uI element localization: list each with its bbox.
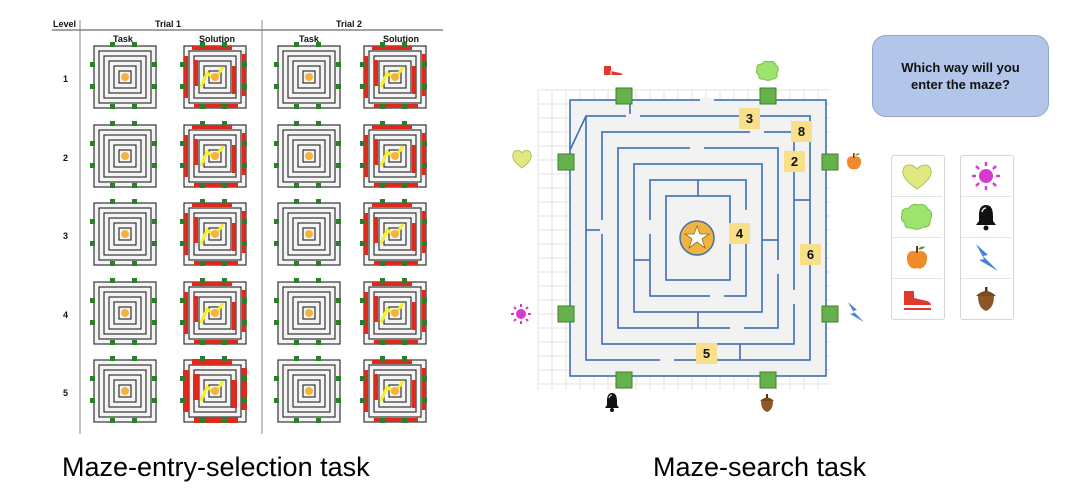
header-trial-1: Trial 1 <box>155 19 182 29</box>
option-bell[interactable] <box>961 197 1011 238</box>
number-tile-3: 3 <box>739 108 760 129</box>
option-bush[interactable] <box>892 197 942 238</box>
caption-maze-entry-selection: Maze-entry-selection task <box>62 452 370 482</box>
shoe-icon <box>904 291 931 310</box>
lightning-icon <box>840 298 870 328</box>
maze-solution-thumbnail <box>180 356 247 423</box>
maze-task-thumbnail <box>274 278 341 345</box>
heart-icon <box>507 144 537 174</box>
apple-icon <box>906 246 928 269</box>
number-tile-4: 4 <box>729 223 750 244</box>
entrance-right-top <box>821 153 839 171</box>
question-bubble: Which way will you enter the maze? <box>872 35 1049 117</box>
goal-star <box>679 220 715 256</box>
option-lightning[interactable] <box>961 238 1011 279</box>
maze-solution-thumbnail <box>360 356 427 423</box>
header-task-2: Task <box>299 34 319 44</box>
acorn-icon <box>976 287 996 311</box>
entrance-left-bottom <box>557 305 575 323</box>
maze-task-thumbnail <box>90 356 157 423</box>
maze-solution-thumbnail <box>180 42 247 109</box>
level-label-4: 4 <box>63 310 69 320</box>
header-level: Level <box>53 19 77 29</box>
table-lines <box>52 20 443 434</box>
header-solution-1: Solution <box>199 34 235 44</box>
maze-task-thumbnail <box>90 199 157 266</box>
option-heart[interactable] <box>892 156 942 197</box>
option-acorn[interactable] <box>961 279 1011 319</box>
bush-icon <box>900 203 933 230</box>
sun-icon <box>972 162 1000 190</box>
heart-icon <box>902 164 932 190</box>
bush-icon <box>752 56 782 86</box>
answer-options-left <box>891 155 945 320</box>
maze-solution-thumbnail <box>360 278 427 345</box>
header-task-1: Task <box>113 34 133 44</box>
entrance-bottom-left <box>615 371 633 389</box>
number-tile-5: 5 <box>696 343 717 364</box>
maze-solution-thumbnail <box>360 42 427 109</box>
maze-solution-thumbnail <box>360 121 427 188</box>
level-label-5: 5 <box>63 388 69 398</box>
maze-thumbnails <box>50 14 445 434</box>
shoe-icon <box>598 56 628 86</box>
entrance-top-left <box>615 87 633 105</box>
maze-task-thumbnail <box>90 121 157 188</box>
apple-icon <box>839 146 869 176</box>
sun-icon <box>506 299 536 329</box>
number-tile-6: 6 <box>800 244 821 265</box>
level-label-3: 3 <box>63 231 69 241</box>
maze-task-thumbnail <box>90 278 157 345</box>
bell-icon <box>976 205 996 231</box>
caption-maze-search: Maze-search task <box>653 452 867 482</box>
option-sun[interactable] <box>961 156 1011 197</box>
lightning-icon <box>976 244 998 271</box>
maze-solution-thumbnail <box>360 199 427 266</box>
maze-search-board <box>537 87 839 390</box>
number-tile-8: 8 <box>791 121 812 142</box>
acorn-icon <box>752 388 782 418</box>
maze-task-thumbnail <box>274 199 341 266</box>
maze-solution-thumbnail <box>180 278 247 345</box>
answer-options-right <box>960 155 1014 320</box>
maze-task-thumbnail <box>274 42 341 109</box>
maze-solution-thumbnail <box>180 199 247 266</box>
entrance-left-top <box>557 153 575 171</box>
level-label-1: 1 <box>63 74 69 84</box>
maze-task-thumbnail <box>274 356 341 423</box>
maze-entry-selection-figure: Level Trial 1 Trial 2 Task Solution Task… <box>50 14 445 434</box>
header-solution-2: Solution <box>383 34 419 44</box>
entrance-bottom-right <box>759 371 777 389</box>
level-label-2: 2 <box>63 153 69 163</box>
header-trial-2: Trial 2 <box>336 19 363 29</box>
number-tile-2: 2 <box>784 151 805 172</box>
option-apple[interactable] <box>892 238 942 279</box>
entrance-top-right <box>759 87 777 105</box>
maze-task-thumbnail <box>274 121 341 188</box>
maze-task-thumbnail <box>90 42 157 109</box>
option-shoe[interactable] <box>892 279 942 319</box>
question-text: Which way will you enter the maze? <box>901 60 1020 92</box>
bell-icon <box>597 387 627 417</box>
entrance-right-bottom <box>821 305 839 323</box>
maze-solution-thumbnail <box>180 121 247 188</box>
